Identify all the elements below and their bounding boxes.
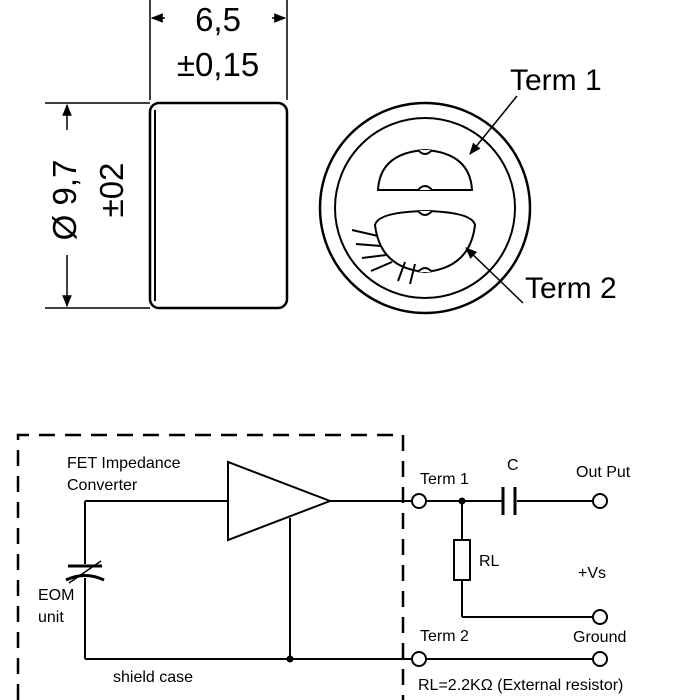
- inner-ring: [334, 117, 516, 299]
- diameter-tolerance-label: ±02: [93, 163, 130, 218]
- width-dimension: 6,5 ±0,15: [149, 0, 288, 100]
- diameter-value-label: Ø 9,7: [46, 160, 83, 241]
- eom-label-line1: EOM: [38, 587, 74, 604]
- output-label: Out Put: [576, 464, 631, 481]
- coupling-capacitor-symbol: [501, 487, 517, 515]
- outer-ring: [318, 101, 532, 315]
- term2-node: [411, 651, 427, 667]
- width-tolerance-label: ±0,15: [177, 46, 259, 83]
- ground-label: Ground: [573, 629, 626, 646]
- term1-callout-label: Term 1: [510, 64, 602, 97]
- shield-case-label: shield case: [113, 669, 193, 686]
- fet-amplifier-symbol: [227, 460, 333, 542]
- output-node: [592, 493, 608, 509]
- term2-pad: [373, 209, 477, 274]
- eom-label-line2: unit: [38, 609, 64, 626]
- circuit-schematic: FET Impedance Converter EOM unit shield …: [16, 433, 631, 700]
- width-value-label: 6,5: [195, 1, 241, 38]
- shield-case-boundary: [16, 433, 405, 700]
- circuit-term1-label: Term 1: [420, 471, 469, 488]
- side-view: [148, 101, 289, 310]
- converter-label-line1: FET Impedance: [67, 455, 181, 472]
- supply-label: +Vs: [578, 565, 606, 582]
- load-resistor-symbol: [453, 539, 471, 581]
- converter-label-line2: Converter: [67, 477, 138, 494]
- capsule-body-outline: [148, 101, 289, 310]
- term2-callout-label: Term 2: [525, 272, 617, 305]
- supply-node: [592, 651, 608, 667]
- term1-node: [411, 493, 427, 509]
- term2-leader: [465, 247, 524, 304]
- ground-node: [592, 609, 608, 625]
- capacitor-label: C: [507, 457, 519, 474]
- circuit-term2-label: Term 2: [420, 628, 469, 645]
- bottom-view: Term 1 Term 2: [318, 64, 617, 315]
- diameter-dimension: Ø 9,7 ±02: [45, 102, 150, 309]
- resistor-label: RL: [479, 553, 500, 570]
- resistor-note: RL=2.2KΩ (External resistor): [418, 677, 623, 694]
- term1-leader: [469, 95, 518, 155]
- term2-case-connection: [351, 229, 416, 285]
- eom-capacitor-symbol: [65, 560, 105, 584]
